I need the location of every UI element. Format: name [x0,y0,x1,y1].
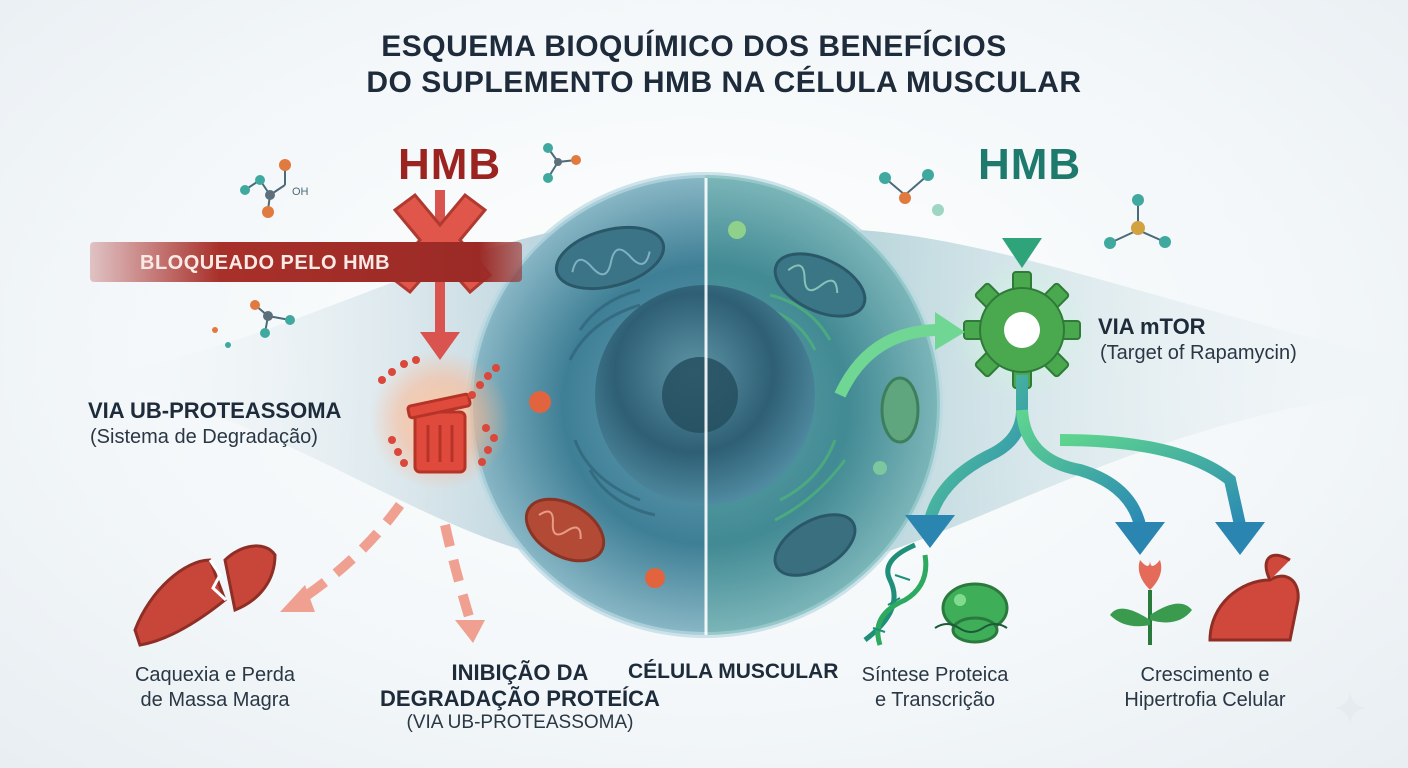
ub-pathway-subtitle: (Sistema de Degradação) [90,426,318,448]
page-title-line2: DO SUPLEMENTO HMB NA CÉLULA MUSCULAR [366,66,1082,99]
hmb-label-left: HMB [398,140,502,189]
molecule-oh-label: OH [292,186,309,198]
particle [873,461,887,475]
mitochondrion-right-bottom [773,513,857,577]
molecule-icon [879,169,944,216]
mitochondrion-right-top [773,252,867,318]
page-title-line1: ESQUEMA BIOQUÍMICO DOS BENEFÍCIOS [381,30,1007,63]
hmb-label-right: HMB [978,140,1082,189]
activation-arrow [834,324,941,398]
particle [212,327,218,333]
outcome-inhibition-line3: (VIA UB-PROTEASSOMA) [406,712,634,733]
molecule-icon [250,300,295,338]
outcome-inhibition-line2: DEGRADAÇÃO PROTEÍCA [380,686,660,711]
molecule-icon [1104,194,1171,249]
outcome-cachexia-line1: Caquexia e Perda [134,664,296,686]
outcome-hypertrophy-line1: Crescimento e [1140,664,1270,686]
endoplasmic-reticulum [568,288,656,517]
molecule-icon [244,165,286,211]
particle [529,391,551,413]
ribosome-protein-icon [934,582,1009,644]
nucleolus [662,357,738,433]
protein-chain-icon [378,356,500,467]
molecule-atoms [240,159,291,218]
particle [728,221,746,239]
molecule-icon [543,143,581,183]
mitochondrion-left-top [554,225,666,291]
outcome-inhibition: INIBIÇÃO DA DEGRADAÇÃO PROTEÍCA (VIA UB-… [370,660,670,734]
outcome-hypertrophy-line2: Hipertrofia Celular [1124,689,1286,711]
mitochondrion-right-mid [880,376,920,444]
cell-right-half [705,175,940,635]
outcome-cachexia: Caquexia e Perda de Massa Magra [100,664,330,712]
outcome-protein-synthesis-line1: Síntese Proteica [861,664,1009,686]
mitochondrion-left-bottom [524,497,606,563]
outcome-hypertrophy: Crescimento e Hipertrofia Celular [1090,664,1320,712]
ub-pathway-title: VIA UB-PROTEASSOMA [88,398,342,423]
mtor-branches [924,375,1246,527]
plant-growth-icon [1110,560,1192,645]
sparkle-icon [1334,692,1366,724]
particle [225,342,231,348]
gear-icon [963,271,1081,389]
mtor-pathway-title: VIA mTOR [1098,314,1206,339]
mtor-pathway-subtitle: (Target of Rapamycin) [1100,342,1297,364]
outcome-cachexia-line2: de Massa Magra [140,689,290,711]
dna-icon [863,542,929,646]
outcome-protein-synthesis: Síntese Proteica e Transcrição [835,664,1035,712]
cell-label: CÉLULA MUSCULAR [628,660,839,683]
flexed-arm-icon [1208,553,1300,642]
blocked-label: BLOQUEADO PELO HMB [140,252,391,274]
trash-can-icon [406,392,472,474]
blocked-banner [90,242,522,282]
outcome-protein-synthesis-line2: e Transcrição [874,689,996,711]
particle [645,568,665,588]
outcome-inhibition-line1: INIBIÇÃO DA [451,660,589,685]
degradation-arrows [297,502,475,622]
torn-muscle-icon [133,544,277,647]
